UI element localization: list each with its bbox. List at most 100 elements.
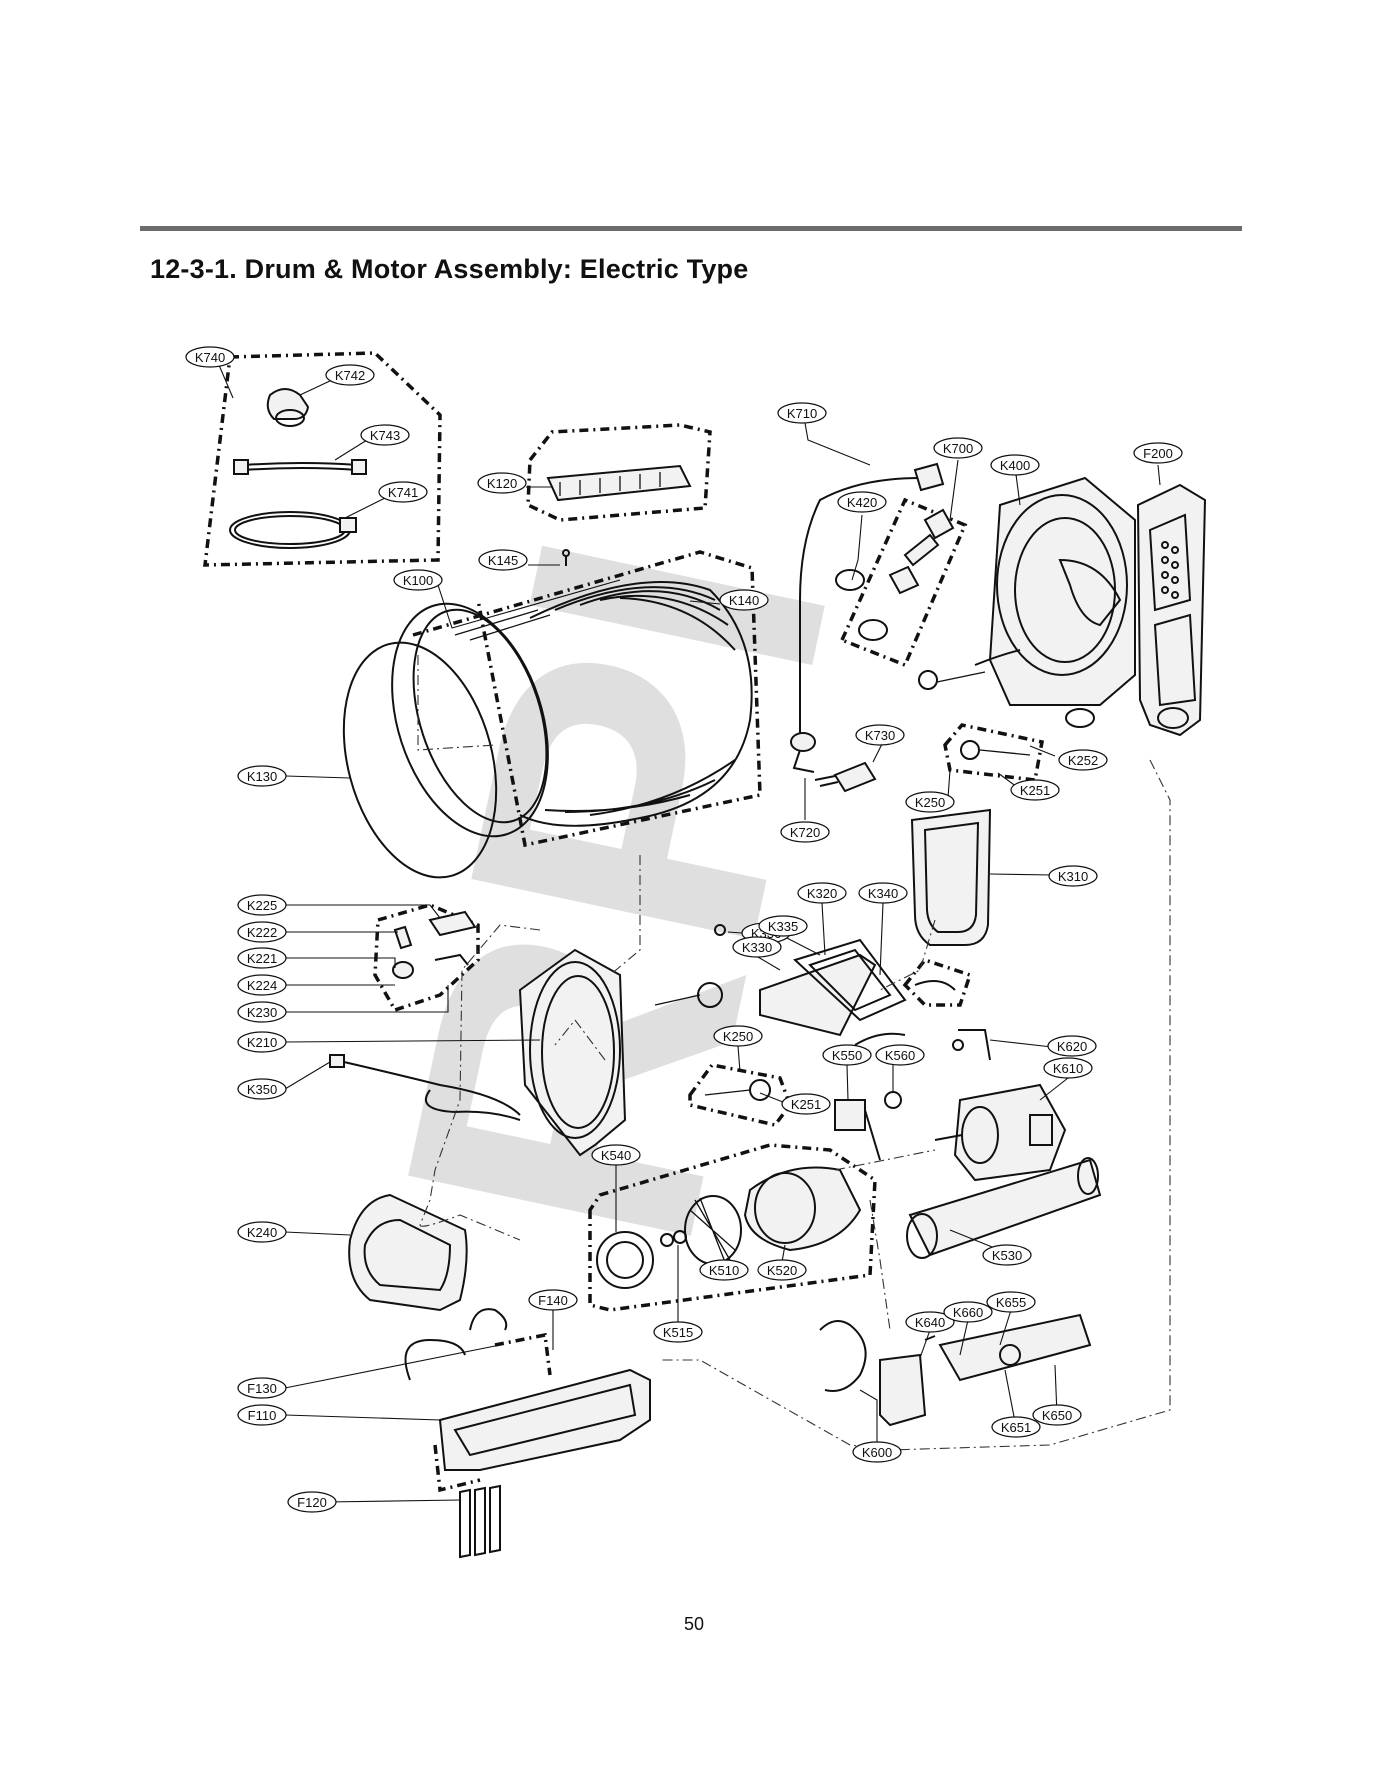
header-rule bbox=[140, 226, 1242, 231]
callout-k400: K400 bbox=[990, 454, 1040, 476]
svg-text:K655: K655 bbox=[996, 1295, 1026, 1310]
hose-kit-group bbox=[203, 351, 442, 567]
svg-text:F200: F200 bbox=[1143, 446, 1173, 461]
svg-text:F120: F120 bbox=[297, 1495, 327, 1510]
callout-k720: K720 bbox=[780, 821, 830, 843]
svg-text:K720: K720 bbox=[790, 825, 820, 840]
nozzle-group bbox=[790, 732, 877, 793]
harness bbox=[329, 1054, 521, 1121]
svg-text:K252: K252 bbox=[1068, 753, 1098, 768]
svg-text:K310: K310 bbox=[1058, 869, 1088, 884]
valve-group bbox=[835, 497, 968, 668]
svg-text:K560: K560 bbox=[885, 1048, 915, 1063]
svg-text:K660: K660 bbox=[953, 1305, 983, 1320]
svg-text:K740: K740 bbox=[195, 350, 225, 365]
callout-k520: K520 bbox=[757, 1259, 807, 1281]
callout-k310: K310 bbox=[1048, 865, 1098, 887]
svg-text:K730: K730 bbox=[865, 728, 895, 743]
callout-k224: K224 bbox=[237, 974, 287, 996]
callout-k130: K130 bbox=[237, 765, 287, 787]
blower-group bbox=[588, 1143, 877, 1312]
callout-k740: K740 bbox=[185, 346, 235, 368]
svg-text:K330: K330 bbox=[742, 940, 772, 955]
callout-k730: K730 bbox=[855, 724, 905, 746]
callout-k252: K252 bbox=[1058, 749, 1108, 771]
callout-k550: K550 bbox=[822, 1044, 872, 1066]
callout-k250-upper: K250 bbox=[905, 791, 955, 813]
svg-text:K550: K550 bbox=[832, 1048, 862, 1063]
svg-text:K210: K210 bbox=[247, 1035, 277, 1050]
svg-text:K400: K400 bbox=[1000, 458, 1030, 473]
svg-text:K251: K251 bbox=[1020, 783, 1050, 798]
callout-f130: F130 bbox=[237, 1377, 287, 1399]
callout-k221: K221 bbox=[237, 947, 287, 969]
callout-k210: K210 bbox=[237, 1031, 287, 1053]
callout-k251-upper: K251 bbox=[1010, 779, 1060, 801]
rear-bulkhead bbox=[974, 476, 1136, 728]
svg-text:K320: K320 bbox=[807, 886, 837, 901]
callout-k700: K700 bbox=[933, 437, 983, 459]
svg-text:K710: K710 bbox=[787, 406, 817, 421]
svg-text:K340: K340 bbox=[868, 886, 898, 901]
svg-text:K225: K225 bbox=[247, 898, 277, 913]
page-title: 12-3-1. Drum & Motor Assembly: Electric … bbox=[150, 254, 749, 284]
svg-text:K335: K335 bbox=[768, 919, 798, 934]
roller-group-lower bbox=[654, 982, 792, 1127]
callout-k651: K651 bbox=[991, 1416, 1041, 1438]
svg-text:K600: K600 bbox=[862, 1445, 892, 1460]
tube-part bbox=[799, 477, 921, 740]
callout-k225: K225 bbox=[237, 894, 287, 916]
svg-text:K742: K742 bbox=[335, 368, 365, 383]
k240-part bbox=[348, 1193, 468, 1312]
callout-k743: K743 bbox=[360, 424, 410, 446]
callout-k240: K240 bbox=[237, 1221, 287, 1243]
svg-text:K741: K741 bbox=[388, 485, 418, 500]
svg-text:K651: K651 bbox=[1001, 1420, 1031, 1435]
callout-k515: K515 bbox=[653, 1321, 703, 1343]
callout-k742: K742 bbox=[325, 364, 375, 386]
callout-k145: K145 bbox=[478, 549, 528, 571]
callout-k710: K710 bbox=[777, 402, 827, 424]
duct-group bbox=[526, 423, 712, 522]
bracket-group bbox=[819, 1313, 1092, 1427]
callout-k660: K660 bbox=[943, 1301, 993, 1323]
callout-k510: K510 bbox=[699, 1259, 749, 1281]
callout-k335: K335 bbox=[758, 915, 808, 937]
svg-text:K515: K515 bbox=[663, 1325, 693, 1340]
leader-lines bbox=[218, 364, 1161, 1503]
callout-k540: K540 bbox=[591, 1144, 641, 1166]
page-number: 50 bbox=[683, 1614, 705, 1634]
door-switch-group bbox=[373, 903, 480, 1013]
callout-k560: K560 bbox=[875, 1044, 925, 1066]
callout-k530: K530 bbox=[982, 1244, 1032, 1266]
front-bulkhead bbox=[518, 948, 627, 1157]
svg-text:K222: K222 bbox=[247, 925, 277, 940]
callout-k640: K640 bbox=[905, 1311, 955, 1333]
svg-text:F130: F130 bbox=[247, 1381, 277, 1396]
callout-k655: K655 bbox=[986, 1291, 1036, 1313]
callout-k222: K222 bbox=[237, 921, 287, 943]
svg-text:K540: K540 bbox=[601, 1148, 631, 1163]
svg-text:K620: K620 bbox=[1057, 1039, 1087, 1054]
svg-text:K700: K700 bbox=[943, 441, 973, 456]
assembly-guide-lines bbox=[419, 759, 1171, 1451]
callout-f120: F120 bbox=[287, 1491, 337, 1513]
svg-text:K610: K610 bbox=[1053, 1061, 1083, 1076]
svg-text:K130: K130 bbox=[247, 769, 277, 784]
callout-k320: K320 bbox=[797, 882, 847, 904]
callout-k420: K420 bbox=[837, 491, 887, 513]
roller-group-upper bbox=[918, 670, 1045, 782]
callout-k620: K620 bbox=[1047, 1035, 1097, 1057]
callout-k741: K741 bbox=[378, 481, 428, 503]
svg-text:K100: K100 bbox=[403, 573, 433, 588]
heater-group bbox=[404, 1308, 651, 1559]
callout-f200: F200 bbox=[1133, 442, 1183, 464]
callout-k340: K340 bbox=[858, 882, 908, 904]
svg-text:K221: K221 bbox=[247, 951, 277, 966]
callout-k330: K330 bbox=[732, 936, 782, 958]
exhaust-duct bbox=[906, 1157, 1102, 1259]
svg-text:K240: K240 bbox=[247, 1225, 277, 1240]
svg-text:K250: K250 bbox=[723, 1029, 753, 1044]
svg-text:K510: K510 bbox=[709, 1263, 739, 1278]
